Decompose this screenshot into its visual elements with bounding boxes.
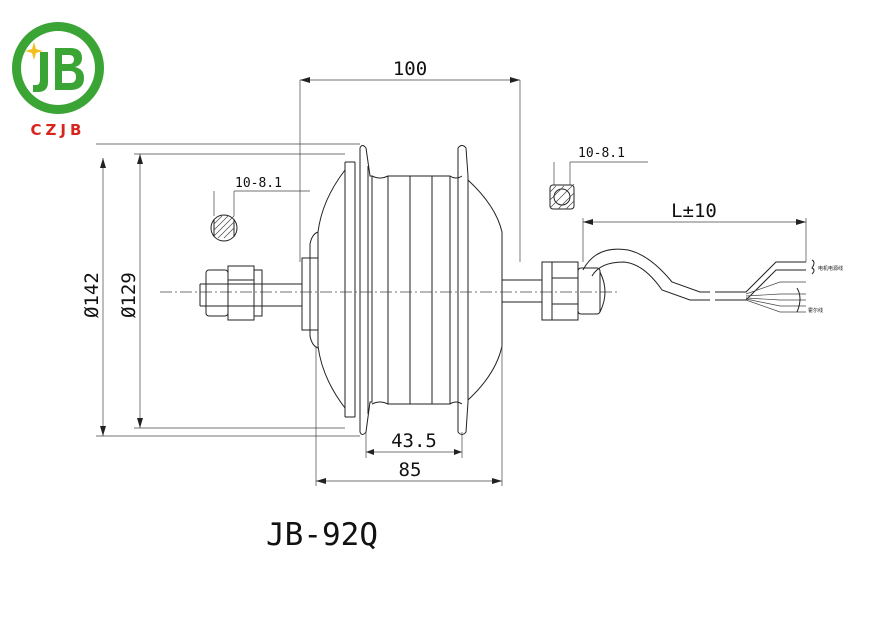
dimension-width-85: 85 [315, 346, 503, 486]
dimension-cable-length: L±10 [582, 200, 807, 262]
cable-length-label: L±10 [671, 200, 717, 222]
flat-left-dimension: 10-8.1 [235, 176, 282, 191]
width-85-label: 85 [399, 459, 422, 481]
axle-assembly [160, 257, 620, 331]
left-bearing-cap [301, 257, 319, 331]
right-axle-nut [541, 261, 606, 321]
motor-cable: 电机电源线 霍尔线 [582, 248, 843, 314]
flat-section-left: 10-8.1 [210, 176, 310, 242]
model-name: JB-92Q [266, 517, 378, 553]
logo-letter-j [33, 52, 48, 92]
dimension-width-100: 100 [299, 58, 521, 262]
power-cable-label: 电机电源线 [818, 265, 843, 272]
dimension-diameter-129: Ø129 [118, 153, 345, 429]
dimension-width-43-5: 43.5 [365, 430, 463, 458]
dimension-diameter-142: Ø142 [81, 143, 360, 437]
width-43-5-label: 43.5 [391, 430, 437, 452]
logo-star-icon [25, 42, 43, 60]
hub-motor-body [309, 145, 503, 435]
left-axle-nut [205, 265, 263, 321]
flat-section-right: 10-8.1 [549, 146, 648, 210]
diameter-129-label: Ø129 [118, 272, 140, 318]
logo-brand-text: CZJB [31, 121, 86, 139]
hall-cable-label: 霍尔线 [808, 307, 823, 314]
diameter-142-label: Ø142 [81, 272, 103, 318]
flat-right-dimension: 10-8.1 [578, 146, 625, 161]
width-100-label: 100 [393, 58, 427, 80]
logo-letter-b [55, 48, 84, 90]
brand-logo: CZJB [12, 22, 104, 139]
